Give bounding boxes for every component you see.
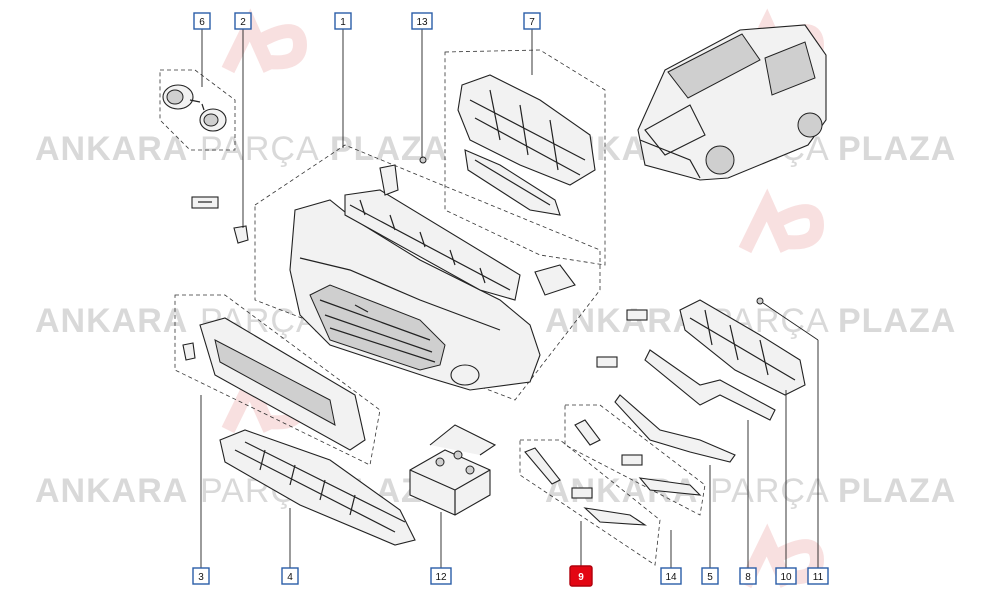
callout-13[interactable]: 13 bbox=[411, 12, 433, 30]
callout-9-label: 9 bbox=[578, 572, 584, 583]
callout-7-label: 7 bbox=[529, 17, 535, 28]
watermark-brand-mid: PARÇA bbox=[710, 472, 830, 510]
callout-7[interactable]: 7 bbox=[523, 12, 541, 30]
callout-5[interactable]: 5 bbox=[701, 567, 719, 585]
upper-reinforcement-part bbox=[419, 74, 596, 216]
callout-1-label: 1 bbox=[340, 17, 346, 28]
vehicle-illustration bbox=[637, 24, 827, 181]
callout-12[interactable]: 12 bbox=[430, 567, 452, 585]
callout-11-label: 11 bbox=[813, 572, 824, 583]
tow-cover-part bbox=[191, 196, 249, 244]
callout-6-label: 6 bbox=[199, 17, 205, 28]
callout-14[interactable]: 14 bbox=[660, 567, 682, 585]
watermark-brand-left: ANKARA bbox=[35, 472, 188, 510]
trim-strips-part bbox=[524, 356, 736, 526]
callout-3-label: 3 bbox=[198, 572, 204, 583]
callout-2-label: 2 bbox=[240, 17, 246, 28]
callout-4[interactable]: 4 bbox=[281, 567, 299, 585]
watermark-brand-right: PLAZA bbox=[330, 130, 448, 168]
callout-9[interactable]: 9 bbox=[569, 565, 593, 587]
callout-11[interactable]: 11 bbox=[807, 567, 829, 585]
watermark-brand-right: PLAZA bbox=[838, 130, 956, 168]
watermark-row-3: ANKARA PARÇA PLAZA ANKARA PARÇA PLAZA bbox=[35, 472, 956, 510]
mesh-grille-part bbox=[219, 429, 416, 546]
callout-3[interactable]: 3 bbox=[192, 567, 210, 585]
upper-grille-part bbox=[626, 297, 806, 421]
callout-14-label: 14 bbox=[665, 572, 677, 583]
watermark-brand-mid: PARÇA bbox=[200, 130, 320, 168]
watermark-brand-left: ANKARA bbox=[35, 302, 188, 340]
watermark-brand-left: ANKARA bbox=[545, 302, 698, 340]
bumper-absorber-part bbox=[344, 164, 576, 301]
fog-lamp-part bbox=[162, 84, 227, 132]
leader-lines bbox=[200, 29, 819, 568]
callout-13-label: 13 bbox=[416, 17, 428, 28]
callout-12-label: 12 bbox=[435, 572, 447, 583]
callout-10[interactable]: 10 bbox=[775, 567, 797, 585]
callout-10-label: 10 bbox=[780, 572, 792, 583]
callout-5-label: 5 bbox=[707, 572, 713, 583]
callout-6[interactable]: 6 bbox=[193, 12, 211, 30]
group-outlines bbox=[159, 49, 706, 566]
fixing-kit-part bbox=[409, 424, 497, 516]
callout-8[interactable]: 8 bbox=[739, 567, 757, 585]
callout-2[interactable]: 2 bbox=[234, 12, 252, 30]
callout-4-label: 4 bbox=[287, 572, 293, 583]
lower-grille-part bbox=[182, 317, 366, 451]
watermark-brand-right: PLAZA bbox=[838, 472, 956, 510]
callout-8-label: 8 bbox=[745, 572, 751, 583]
watermark-brand-left: ANKARA bbox=[35, 130, 188, 168]
callout-1[interactable]: 1 bbox=[334, 12, 352, 30]
watermark-brand-right: PLAZA bbox=[838, 302, 956, 340]
